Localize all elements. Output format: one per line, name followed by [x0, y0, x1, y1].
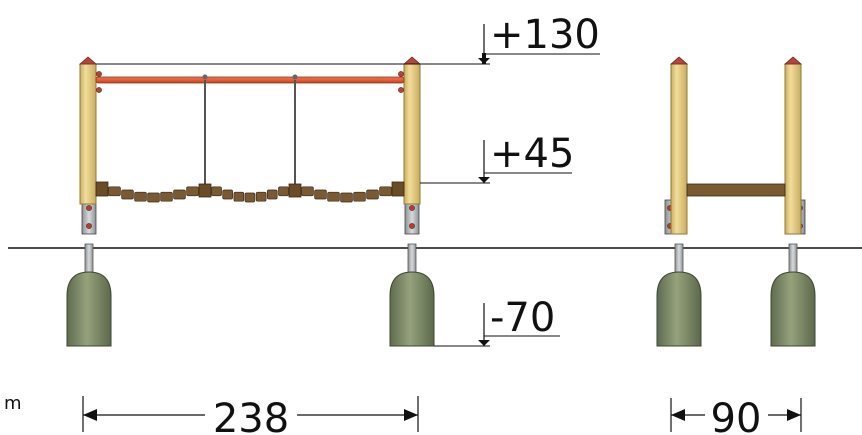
bridge-planks [108, 186, 392, 203]
bridge-plank [278, 186, 289, 197]
bridge-plank [134, 191, 147, 202]
height-top-label: +130 [490, 12, 600, 58]
side-bridge-plank [686, 183, 786, 197]
bridge-plank [255, 191, 267, 202]
bridge-plank [327, 191, 340, 202]
hanger-ropes [202, 74, 298, 186]
bridge-plank [366, 189, 379, 200]
bridge-plank [222, 189, 233, 200]
front-footing-left [66, 243, 112, 347]
bridge-anchor-right [391, 181, 405, 197]
front-bracket-right [404, 199, 420, 235]
front-post-left [78, 56, 98, 205]
front-footing-right [389, 243, 435, 347]
unit-mark: m [4, 393, 22, 414]
bridge-plank [266, 189, 278, 200]
dimension-depth: -70 [434, 295, 560, 347]
height-mid-label: +45 [490, 131, 574, 177]
bridge-plank [160, 191, 173, 202]
bridge-plank [211, 186, 222, 197]
side-footing-right [770, 243, 816, 347]
front-post-right [402, 56, 422, 205]
bridge-plank [121, 189, 134, 200]
bridge-plank [340, 192, 353, 203]
top-rail [95, 71, 405, 93]
bridge-anchor-left [95, 181, 109, 197]
width-side-label: 90 [711, 396, 762, 435]
dimension-width-front: 238 [82, 396, 419, 435]
depth-label: -70 [490, 295, 555, 341]
width-front-label: 238 [213, 396, 289, 435]
bridge-plank [108, 186, 121, 197]
side-post-left [669, 56, 689, 235]
bridge-plank [353, 191, 366, 202]
dimension-height-mid: +45 [420, 131, 574, 184]
side-view [656, 56, 816, 347]
side-footing-left [656, 243, 702, 347]
bridge-plank [244, 192, 256, 203]
bridge-plank [173, 189, 186, 200]
dimension-height-top: +130 [96, 12, 600, 65]
dimension-width-side: 90 [670, 396, 802, 435]
bridge-plank [147, 192, 160, 203]
side-post-right [783, 56, 803, 235]
front-bracket-left [81, 199, 97, 235]
bridge-plank [301, 186, 314, 197]
bridge-plank [379, 186, 392, 197]
front-view [66, 56, 435, 347]
bridge-anchor-mid-2 [288, 183, 302, 198]
bridge-anchor-mid-1 [198, 183, 212, 198]
bridge-plank [233, 191, 245, 202]
bridge-plank [186, 186, 199, 197]
bridge-plank [314, 189, 327, 200]
